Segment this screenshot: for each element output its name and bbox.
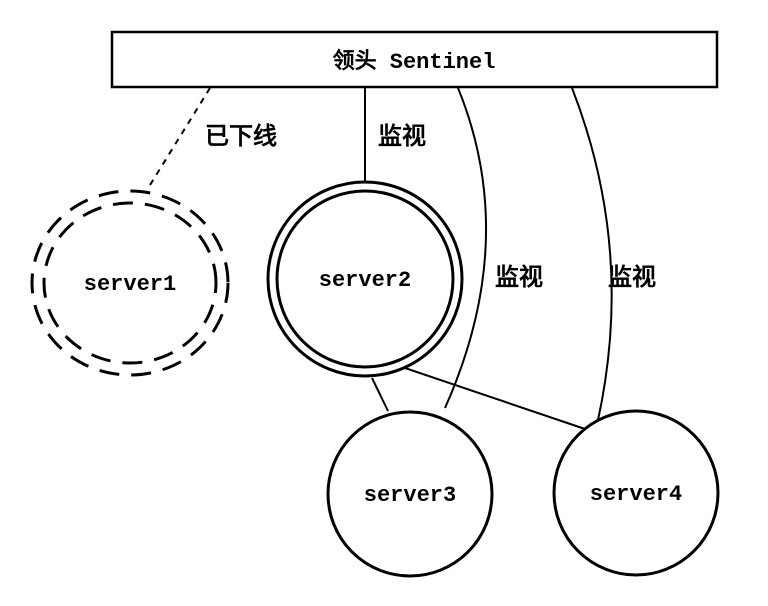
offline-link-label: 已下线	[205, 122, 277, 150]
server2-inner-ring	[275, 189, 455, 369]
server4-node: server4	[552, 409, 720, 577]
server1-node: server1	[30, 189, 230, 377]
server4-circle	[552, 409, 720, 577]
replication-link-server3	[371, 377, 389, 412]
monitor-link-server4	[571, 87, 613, 421]
server3-circle	[326, 410, 494, 578]
server3-node: server3	[326, 410, 494, 578]
server1-label: server1	[84, 272, 176, 297]
server2-outer-ring	[266, 180, 464, 378]
replication-link-server4	[404, 367, 589, 431]
monitor-link-server3	[444, 87, 487, 409]
leader-sentinel-label: 领头 Sentinel	[333, 48, 496, 75]
server2-node: server2	[266, 180, 464, 378]
offline-link	[149, 87, 211, 186]
server4-label: server4	[590, 482, 682, 507]
server2-label: server2	[319, 268, 411, 293]
monitor-link-server3-label: 监视	[495, 263, 543, 291]
leader-sentinel-box	[110, 30, 719, 89]
server1-outer-ring	[30, 189, 230, 377]
server1-inner-ring	[42, 201, 218, 365]
server3-label: server3	[364, 483, 456, 508]
monitor-link-server4-label: 监视	[608, 263, 656, 291]
monitor-link-server2-label: 监视	[378, 122, 426, 150]
